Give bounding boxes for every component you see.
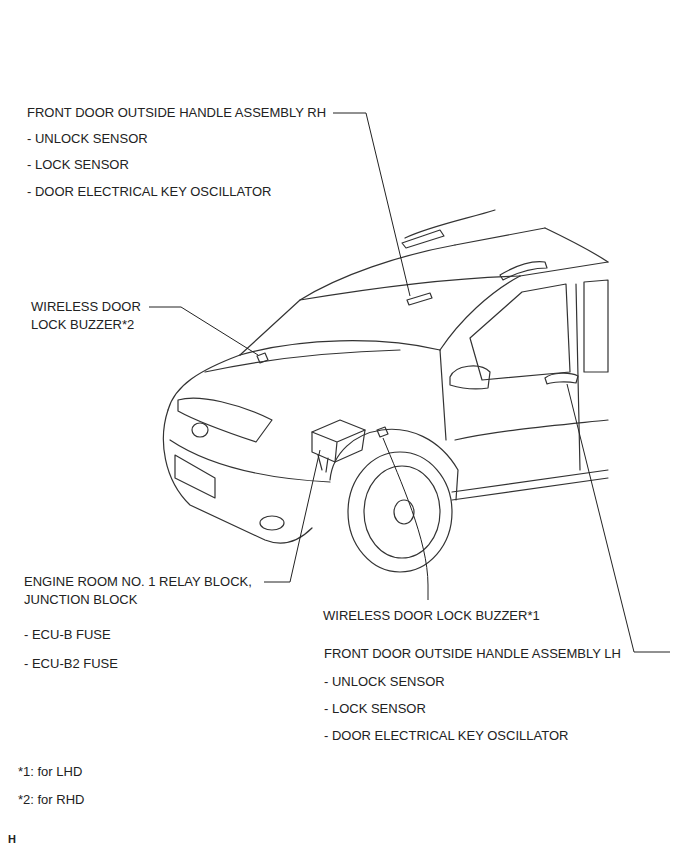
sub-part-label: - ECU-B FUSE	[24, 626, 111, 644]
sub-part-label: - LOCK SENSOR	[324, 700, 426, 718]
sub-part-label: - DOOR ELECTRICAL KEY OSCILLATOR	[27, 183, 271, 201]
buzzer	[377, 427, 388, 437]
relay-block	[312, 420, 365, 462]
footnote: *2: for RHD	[18, 791, 84, 809]
part-label: ENGINE ROOM NO. 1 RELAY BLOCK, JUNCTION …	[24, 573, 264, 609]
buzzer	[257, 353, 268, 363]
sub-part-label: - LOCK SENSOR	[27, 156, 129, 174]
sub-part-label: - UNLOCK SENSOR	[324, 673, 445, 691]
sub-part-label: - DOOR ELECTRICAL KEY OSCILLATOR	[324, 727, 568, 745]
part-label: FRONT DOOR OUTSIDE HANDLE ASSEMBLY RH	[27, 104, 326, 122]
door-handle	[407, 293, 432, 305]
figure-code: H	[8, 830, 16, 848]
sub-part-label: - UNLOCK SENSOR	[27, 130, 148, 148]
door-handle	[545, 373, 578, 384]
footnote: *1: for LHD	[18, 763, 82, 781]
part-label: FRONT DOOR OUTSIDE HANDLE ASSEMBLY LH	[324, 645, 621, 663]
part-label: WIRELESS DOOR LOCK BUZZER*1	[323, 607, 540, 625]
sub-part-label: - ECU-B2 FUSE	[24, 655, 118, 673]
part-label: WIRELESS DOOR LOCK BUZZER*2	[31, 298, 156, 334]
